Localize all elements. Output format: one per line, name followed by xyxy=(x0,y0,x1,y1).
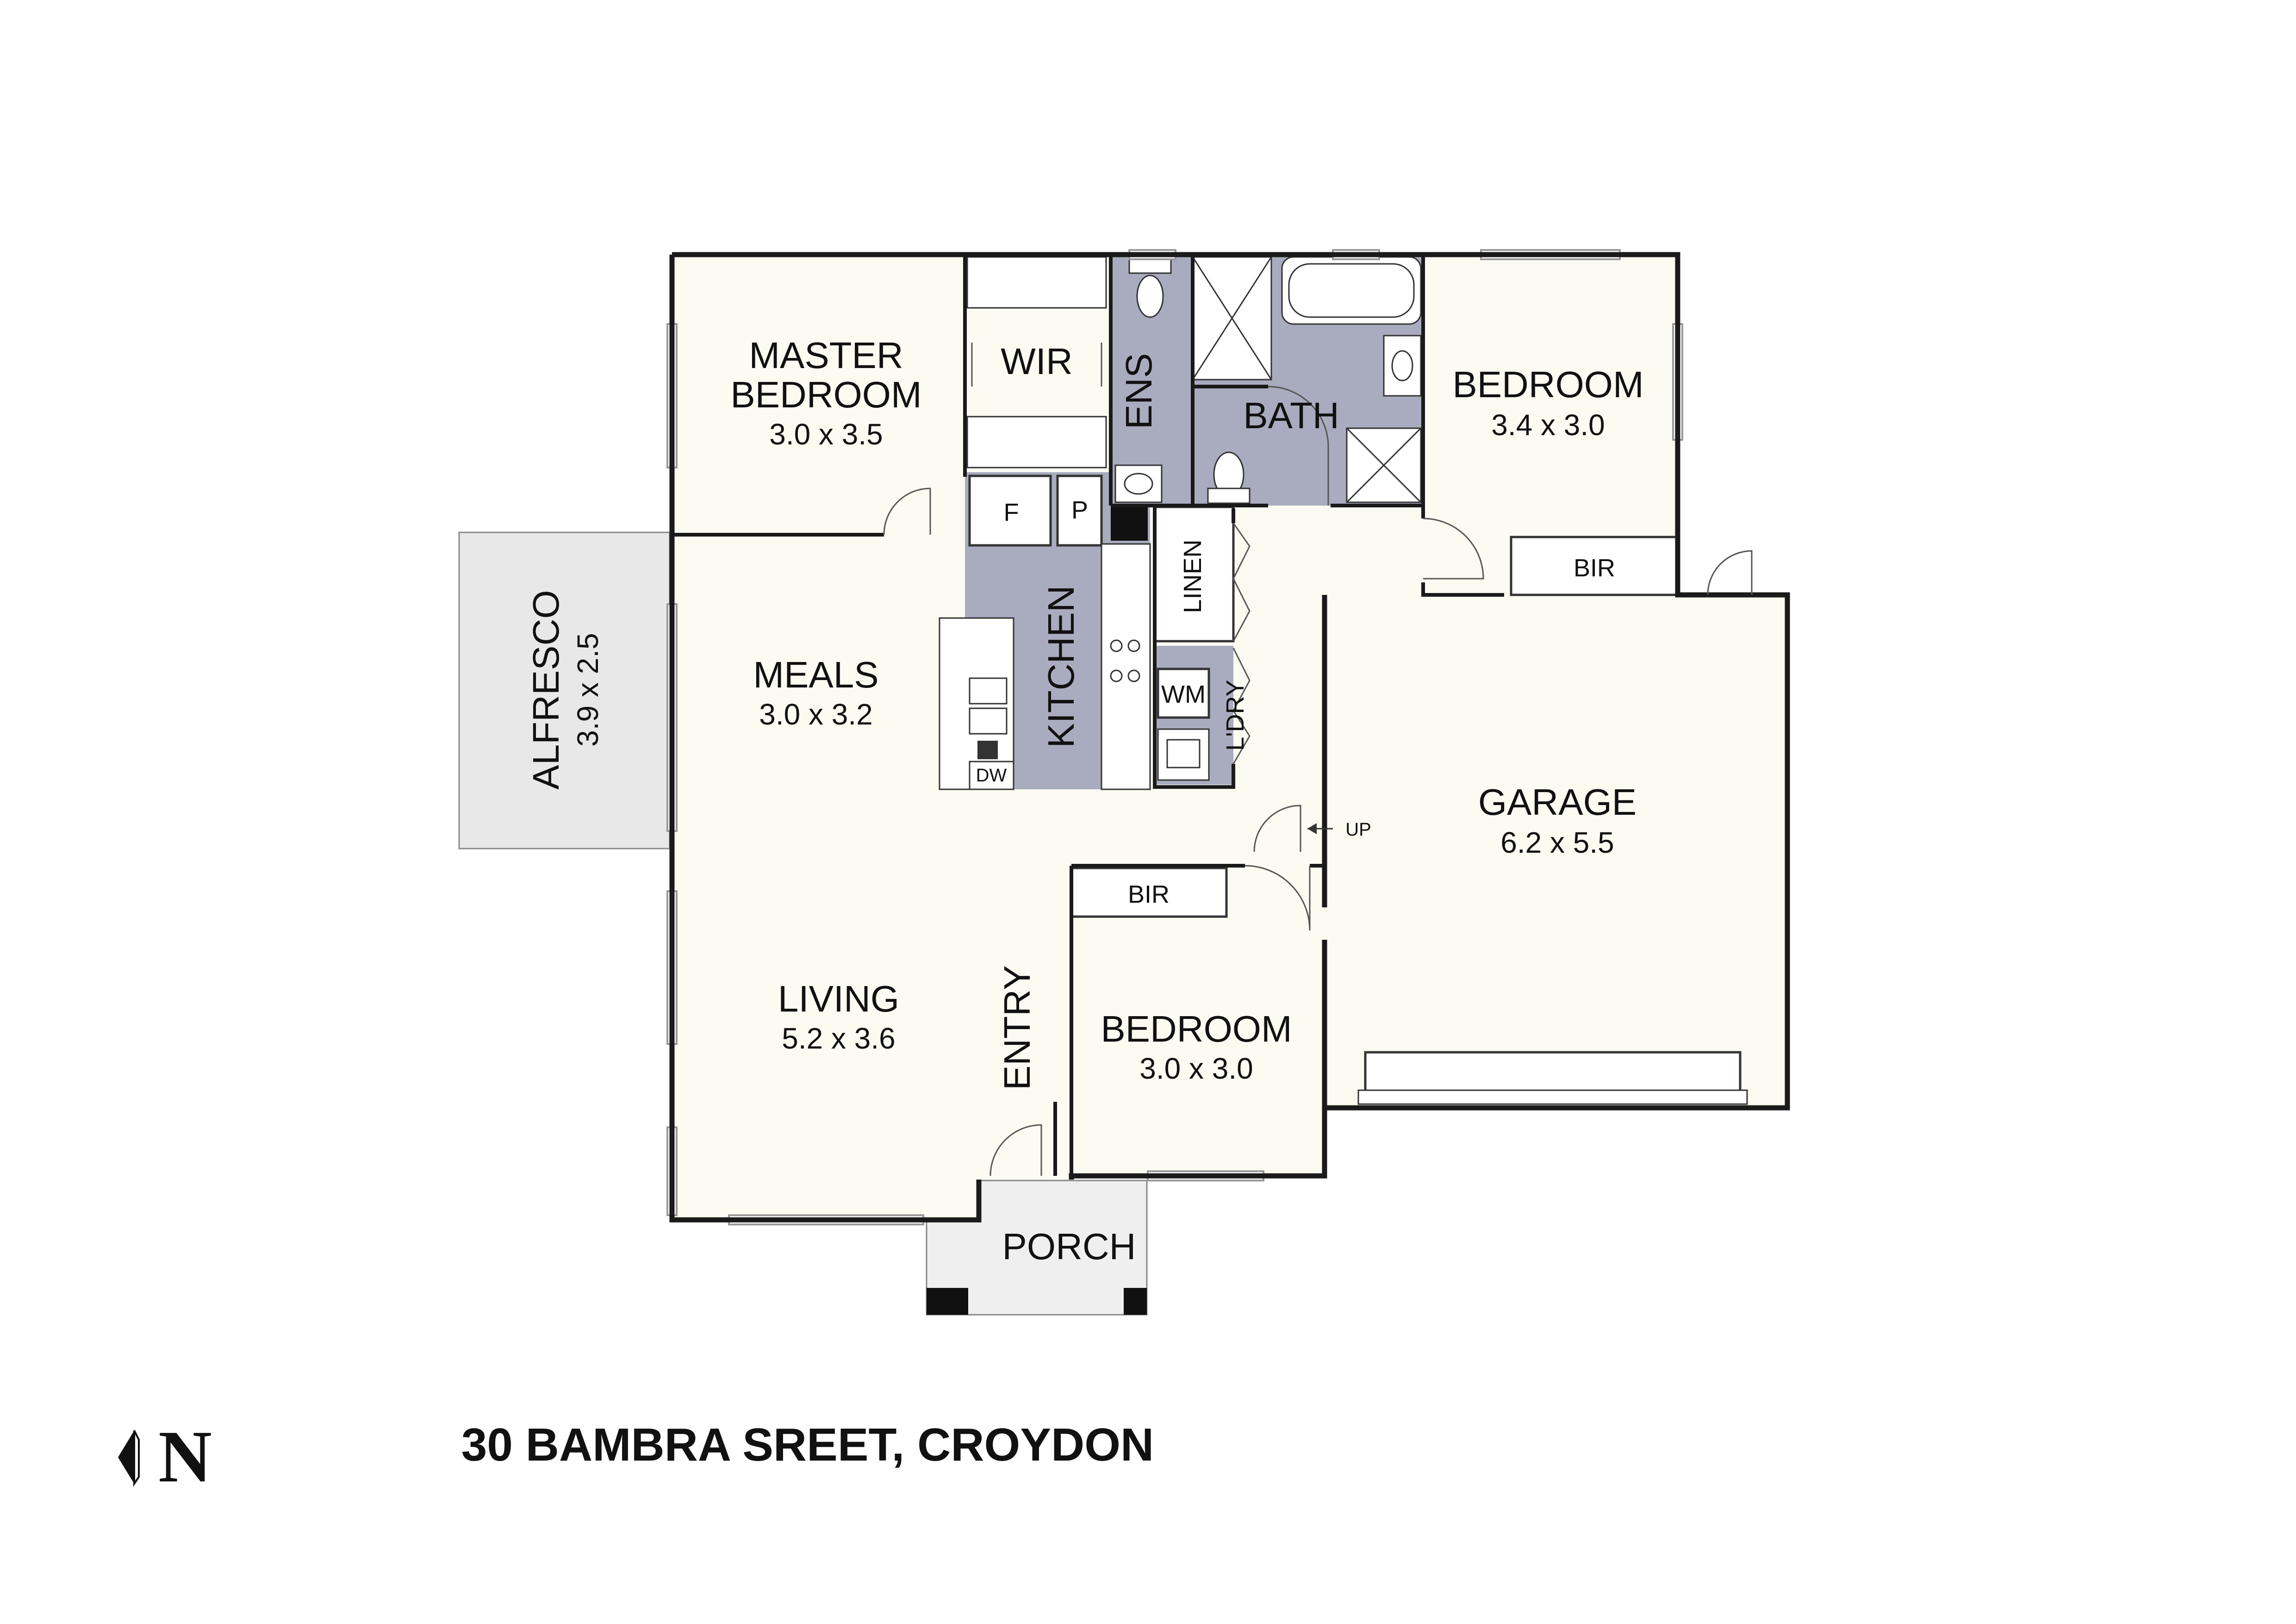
alfresco-area xyxy=(458,531,671,849)
entry-label: ENTRY xyxy=(996,965,1038,1090)
porch-post-right xyxy=(1124,1288,1147,1315)
dw-label: DW xyxy=(976,765,1007,786)
bedroom-ne-label: BEDROOM xyxy=(1452,364,1643,405)
north-arrow-icon: N xyxy=(118,1415,212,1498)
pantry-label: P xyxy=(1071,496,1088,524)
porch-post-left xyxy=(927,1288,968,1315)
wir-label: WIR xyxy=(1001,341,1073,382)
meals-size: 3.0 x 3.2 xyxy=(759,698,873,731)
bedroom-se-label: BEDROOM xyxy=(1101,1008,1292,1049)
fridge-label: F xyxy=(1004,499,1019,526)
master-bedroom-label: MASTER xyxy=(749,335,903,376)
master-bedroom-label-2: BEDROOM xyxy=(730,374,921,415)
laundry-label: L'DRY xyxy=(1221,680,1249,750)
bath-label: BATH xyxy=(1243,395,1339,436)
bir-se-label: BIR xyxy=(1128,881,1170,908)
living-label: LIVING xyxy=(778,978,899,1019)
bedroom-se-size: 3.0 x 3.0 xyxy=(1139,1052,1253,1085)
porch-label: PORCH xyxy=(1002,1226,1136,1267)
kitchen-label: KITCHEN xyxy=(1040,585,1082,748)
garage-size: 6.2 x 5.5 xyxy=(1500,826,1614,859)
garage-label: GARAGE xyxy=(1478,781,1636,823)
alfresco-size: 3.9 x 2.5 xyxy=(571,633,604,747)
walls xyxy=(669,252,1790,1223)
master-bedroom-size: 3.0 x 3.5 xyxy=(769,418,883,451)
alfresco-label: ALFRESCO xyxy=(525,590,566,789)
meals-label: MEALS xyxy=(753,654,878,695)
bedroom-ne-size: 3.4 x 3.0 xyxy=(1491,408,1605,442)
fixtures xyxy=(939,256,1748,1105)
linen-label: LINEN xyxy=(1179,539,1207,613)
room-labels: MASTER BEDROOM 3.0 x 3.5 WIR ENS BATH BE… xyxy=(525,335,1644,1267)
wm-label: WM xyxy=(1161,681,1206,708)
doors xyxy=(883,343,1753,1176)
address-title: 30 BAMBRA SREET, CROYDON xyxy=(461,1419,1154,1471)
living-size: 5.2 x 3.6 xyxy=(782,1022,896,1055)
up-label: UP xyxy=(1345,819,1371,840)
ens-label: ENS xyxy=(1118,353,1159,430)
bir-ne-label: BIR xyxy=(1574,554,1615,582)
garage-floor xyxy=(1325,595,1787,1108)
north-label: N xyxy=(158,1415,212,1498)
